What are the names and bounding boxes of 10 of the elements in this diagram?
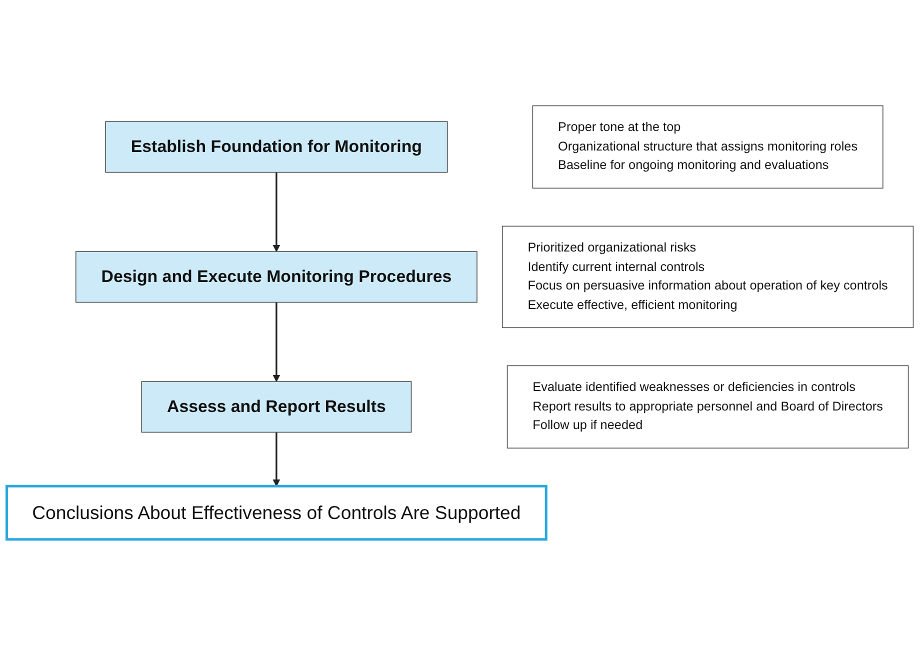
node-box: Establish Foundation for Monitoring: [105, 122, 448, 174]
node-box: Design and Execute Monitoring Procedures: [75, 252, 478, 304]
node-box: Prioritized organizational risks Identify current internal controls Focus on persuasive information about operation of key controls Execute effective, efficient monitoring: [502, 226, 914, 328]
node-box: Evaluate identified weaknesses or deficiencies in controls Report results to appropriate personnel and Board of Directors Follow up if needed: [506, 366, 909, 449]
arrow: [272, 172, 280, 252]
arrow: [272, 302, 280, 382]
node-box: Proper tone at the top Organizational structure that assigns monitoring roles Baseline for ongoing monitoring and evaluations: [532, 106, 884, 190]
node-box: Conclusions About Effectiveness of Controls Are Supported: [6, 485, 548, 542]
node-box: Assess and Report Results: [141, 382, 412, 434]
arrow: [272, 432, 280, 487]
